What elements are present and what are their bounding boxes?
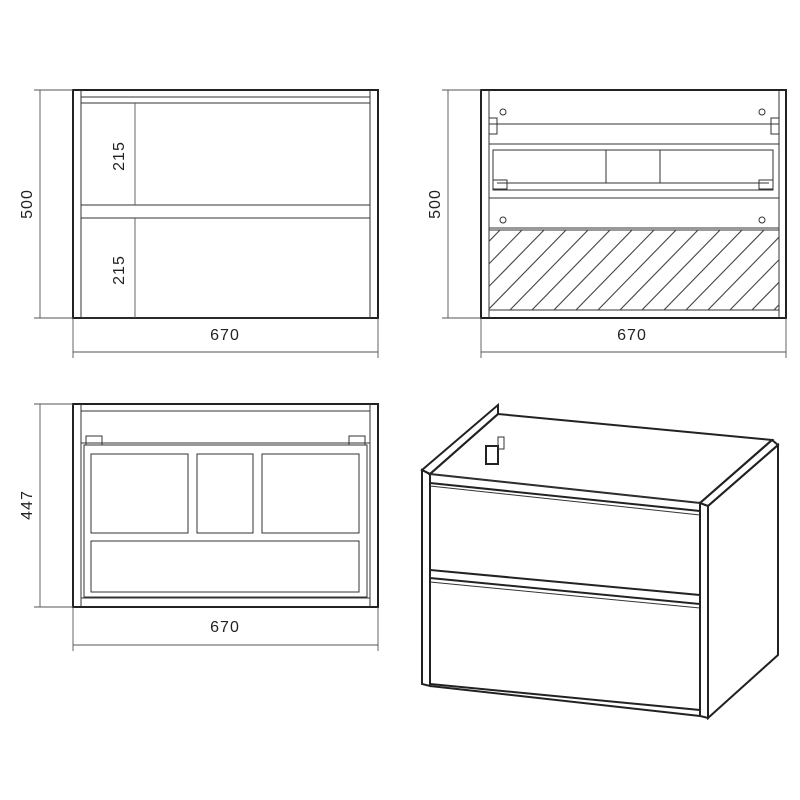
rear-view: 500 670 [427,89,800,358]
runner-clip-icon [85,435,103,446]
mounting-hole-icon [758,216,766,224]
iso-top-opening [427,412,775,505]
bracket-icon [770,117,780,135]
rear-drawer-box [492,149,774,191]
top-view-outline [72,403,379,608]
drawer-compartment [90,453,189,534]
rear-drawer-notch [605,149,661,184]
drawer-compartment [261,453,360,534]
iso-drawer-bottom-front [429,576,701,712]
wall-bracket-icon [497,436,505,450]
rear-view-outline [480,89,787,319]
hatch-line [641,230,721,310]
hatch-line [597,230,677,310]
iso-base-edge [429,685,701,717]
front-width-label: 670 [210,327,240,344]
runner-clip-icon [492,179,508,190]
hatch-line [489,230,501,243]
drawer-top-height-label: 215 [111,141,128,171]
depth-label: 447 [19,490,36,520]
hatch-line [751,281,779,310]
runner-clip-icon [758,179,774,190]
front-height-label: 500 [19,189,36,219]
hatch-line [729,258,779,310]
iso-right-panel-side [707,442,779,721]
top-back-rail [80,410,371,444]
rear-rail-top [488,123,780,145]
front-drawer-bottom [80,217,371,319]
hatch-line [553,230,633,310]
iso-top-rail-edge [429,473,701,504]
mounting-hole-icon [758,108,766,116]
iso-drawer-top-front [429,481,701,597]
rear-rail-bottom [488,197,780,229]
drawer-bottom-height-label: 215 [111,255,128,285]
mounting-hole-icon [499,216,507,224]
hatch-line [489,230,567,310]
iso-right-panel-top [698,438,780,508]
mounting-hole-icon [499,108,507,116]
drawer-siphon-cutout [196,453,254,534]
hatch-line [489,230,523,265]
hatch-line [575,230,655,310]
hatch-line [531,230,611,310]
hatched-back-panel [488,229,780,311]
drawer-box-top [83,444,368,598]
rear-height-label: 500 [427,189,444,219]
hatch-line [663,230,743,310]
hatch-line [509,230,589,310]
wall-bracket-icon [485,445,499,465]
rear-width-label: 670 [617,327,647,344]
bracket-icon [488,117,498,135]
hatch-line [619,230,699,310]
hatch-line [794,228,800,312]
drawer-lower-compartment [90,540,360,593]
hatch-line [685,230,765,310]
front-drawer-top [80,102,371,206]
iso-drawer-top-handle-groove [429,485,701,516]
iso-right-panel-front-edge [699,501,709,720]
isometric-view [420,402,780,721]
runner-clip-icon [348,435,366,446]
hatch-line [707,236,779,310]
hatch-line [489,230,545,288]
top-width-label: 670 [210,619,240,636]
iso-drawer-bottom-handle-groove [429,581,701,609]
iso-left-panel-front-edge [421,468,431,688]
front-view: 215 215 500 670 [19,89,379,358]
hatch-pattern [489,228,800,312]
top-view: 447 670 [19,403,379,651]
